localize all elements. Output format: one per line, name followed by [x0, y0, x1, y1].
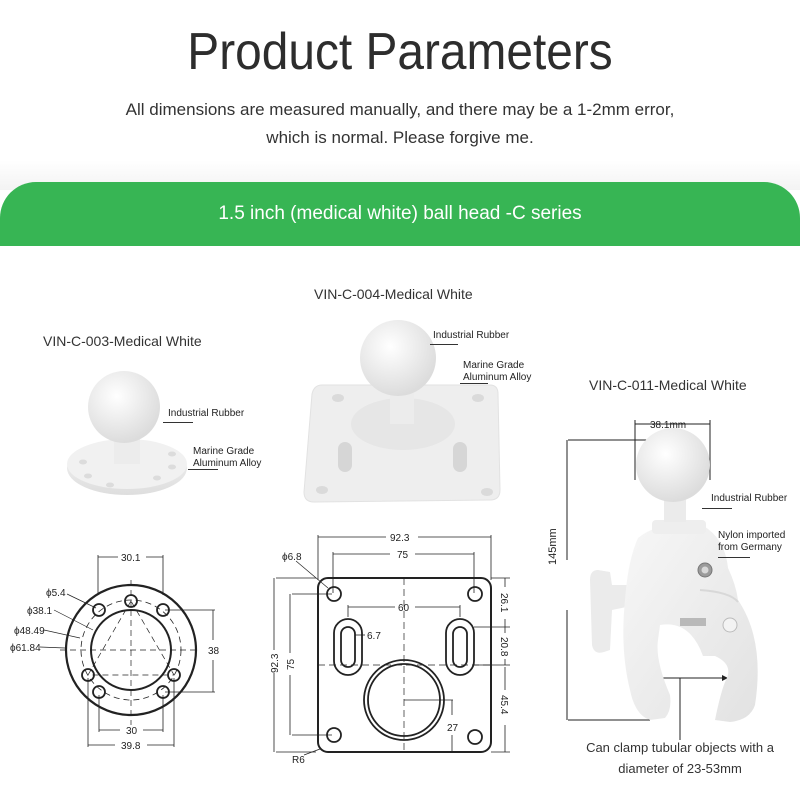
dim-label: 38 — [208, 646, 220, 657]
callout-industrial-rubber-c011: Industrial Rubber — [711, 493, 788, 504]
page-subtitle: All dimensions are measured manually, an… — [0, 96, 800, 152]
callout-leader-line — [430, 344, 458, 345]
dim-label: ϕ38.1 — [27, 606, 53, 617]
callout-nylon-c011: Nylon imported from Germany — [718, 530, 786, 553]
page-title: Product Parameters — [187, 23, 613, 81]
callout-leader-line — [460, 383, 488, 384]
product-image-c011-clamp — [566, 420, 758, 740]
product-label-c011: VIN-C-011-Medical White — [589, 377, 747, 393]
subtitle-line-2: which is normal. Please forgive me. — [266, 128, 534, 147]
callout-leader-line — [702, 508, 732, 509]
dim-label: 60 — [398, 603, 410, 614]
dim-label: 92.3 — [270, 653, 281, 673]
dim-label: ϕ61.84 — [10, 643, 41, 654]
callout-industrial-rubber-c004: Industrial Rubber — [433, 330, 510, 341]
callout-industrial-rubber-c003: Industrial Rubber — [168, 408, 245, 419]
callout-leader-line — [188, 469, 218, 470]
dim-label: 75 — [286, 658, 297, 670]
product-image-c004-square-base — [303, 320, 501, 503]
subtitle-line-1: All dimensions are measured manually, an… — [125, 100, 675, 119]
callout-marine-grade-c004: Marine Grade Aluminum Alloy — [463, 360, 532, 383]
technical-drawing-square-base: 92.3 75 ϕ6.8 60 6.7 92.3 75 26.1 20.8 45… — [270, 533, 510, 766]
dim-label: 20.8 — [498, 637, 509, 657]
technical-drawing-round-base: 30.1 ϕ5.4 ϕ38.1 ϕ48.49 ϕ61.84 38 30 39.8 — [10, 553, 220, 752]
series-band-label: 1.5 inch (medical white) ball head -C se… — [218, 203, 582, 224]
dim-label: R6 — [292, 755, 305, 766]
dim-label: ϕ48.49 — [14, 626, 45, 637]
dim-label: 30 — [126, 726, 138, 737]
callout-marine-grade-c003: Marine Grade Aluminum Alloy — [193, 446, 262, 469]
dim-label: 45.4 — [498, 695, 509, 715]
dim-label: 30.1 — [121, 553, 141, 564]
dim-label: ϕ6.8 — [282, 552, 302, 563]
clamp-diameter-caption: Can clamp tubular objects with a diamete… — [586, 740, 774, 776]
callout-leader-line — [163, 422, 193, 423]
dim-label: 92.3 — [390, 533, 410, 544]
product-label-c004: VIN-C-004-Medical White — [314, 286, 473, 302]
dim-label: ϕ5.4 — [46, 588, 66, 599]
series-band — [0, 182, 800, 246]
dim-label: 6.7 — [367, 631, 381, 642]
dim-height: 145mm — [547, 528, 559, 565]
dim-label: 26.1 — [498, 593, 509, 613]
dim-label: 27 — [447, 723, 459, 734]
callout-leader-line — [718, 557, 750, 558]
dim-label: 75 — [397, 550, 409, 561]
dim-ball-diameter: 38.1mm — [650, 420, 687, 431]
product-label-c003: VIN-C-003-Medical White — [43, 333, 202, 349]
product-image-c003-round-base — [67, 371, 187, 495]
dim-label: 39.8 — [121, 741, 141, 752]
